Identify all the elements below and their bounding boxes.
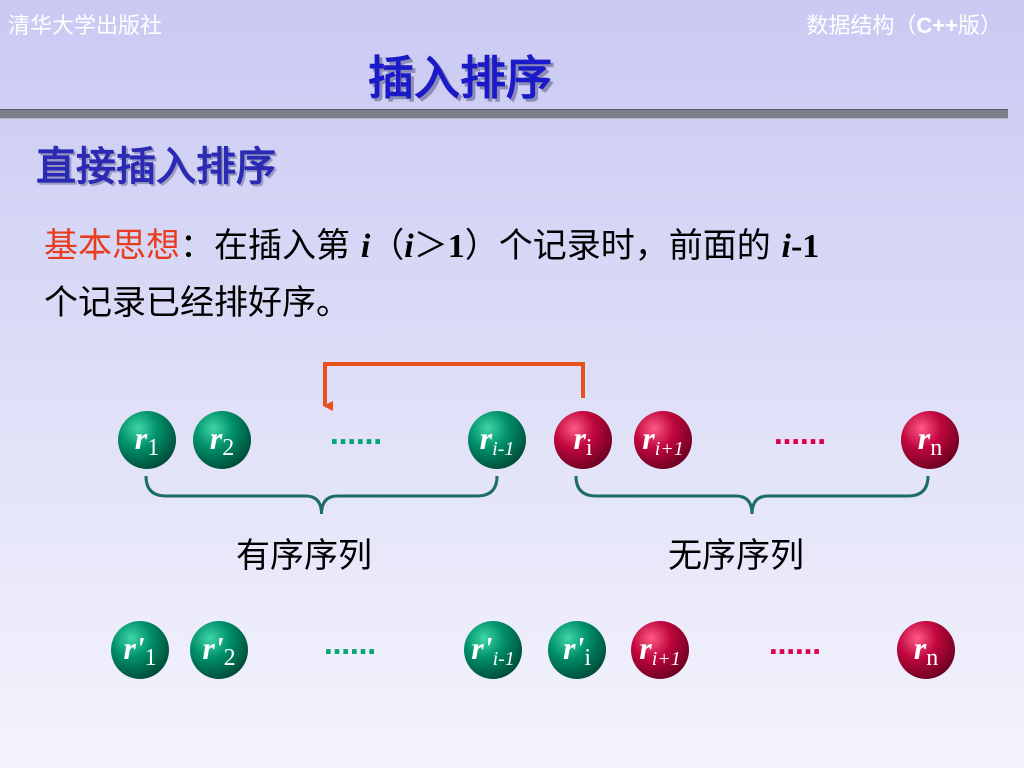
row1-record-ball-2 — [193, 411, 251, 469]
idea-text-2: （ — [370, 226, 405, 266]
publisher-label: 清华大学出版社 — [8, 14, 163, 39]
insertion-arrow — [323, 362, 585, 411]
unsorted-brace — [574, 475, 930, 515]
sorted-sequence-label: 有序序列 — [236, 536, 372, 576]
row2-record-ball-i-1 — [464, 621, 522, 679]
row1-record-label-i-1: ri-1 — [480, 420, 515, 460]
row1-record-1: r1 — [118, 411, 176, 469]
row1-record-ball-i+1 — [634, 411, 692, 469]
row2-record-i: r'i — [548, 621, 606, 679]
row1-record-label-i+1: ri+1 — [642, 420, 684, 460]
row1-record-ball-n — [901, 411, 959, 469]
idea-num-2: -1 — [790, 228, 820, 265]
row2-record-label-1: r'1 — [123, 630, 156, 671]
row2-record-label-i-1: r'i-1 — [471, 630, 515, 670]
unsorted-sequence-label: 无序序列 — [668, 536, 804, 576]
row2-ellipsis-green: …… — [324, 631, 376, 661]
row2-record-1: r'1 — [111, 621, 169, 679]
idea-text-4: ）个记录时，前面的 — [464, 226, 782, 266]
row1-ellipsis-red: …… — [774, 421, 826, 451]
basic-idea-label: 基本思想 — [44, 226, 180, 266]
row1-record-label-i: ri — [573, 420, 592, 461]
idea-text-1: 在插入第 — [214, 226, 361, 266]
book-title-suffix: 版） — [957, 14, 1002, 39]
row2-record-n: rn — [897, 621, 955, 679]
idea-var-i-2: i — [404, 228, 414, 265]
row2-record-ball-n — [897, 621, 955, 679]
row2-record-ball-i+1 — [631, 621, 689, 679]
row1-record-i-1: ri-1 — [468, 411, 526, 469]
idea-colon: ： — [180, 226, 214, 266]
idea-text-5: 个记录已经排好序。 — [44, 283, 350, 323]
idea-var-i-1: i — [360, 228, 371, 265]
row2-record-ball-1 — [111, 621, 169, 679]
row2-record-label-2: r'2 — [202, 630, 235, 671]
book-title-lang: C++ — [916, 13, 958, 38]
row1-ellipsis-green: …… — [330, 421, 382, 451]
row2-record-label-i: r'i — [563, 630, 591, 671]
row2-record-ball-2 — [190, 621, 248, 679]
row1-record-2: r2 — [193, 411, 251, 469]
title-divider — [0, 109, 1008, 119]
row1-record-i+1: ri+1 — [634, 411, 692, 469]
book-title: 数据结构（C++版） — [806, 8, 1002, 40]
row1-record-i: ri — [554, 411, 612, 469]
row1-record-label-2: r2 — [210, 420, 234, 461]
row2-record-i+1: ri+1 — [631, 621, 689, 679]
idea-num-1: 1 — [447, 228, 465, 265]
slide-title: 插入排序 — [368, 51, 552, 105]
section-subtitle: 直接插入排序 — [36, 144, 276, 190]
row2-ellipsis-red: …… — [769, 631, 821, 661]
book-title-prefix: 数据结构（ — [806, 14, 917, 39]
row2-record-label-i+1: ri+1 — [639, 630, 681, 670]
row2-record-label-n: rn — [914, 630, 938, 671]
row2-record-i-1: r'i-1 — [464, 621, 522, 679]
idea-text-3: ＞ — [413, 226, 448, 266]
row1-record-label-n: rn — [918, 420, 942, 461]
row2-record-2: r'2 — [190, 621, 248, 679]
row1-record-label-1: r1 — [135, 420, 159, 461]
row1-record-ball-i-1 — [468, 411, 526, 469]
row1-record-ball-i — [554, 411, 612, 469]
sorted-brace — [144, 475, 499, 515]
row1-record-n: rn — [901, 411, 959, 469]
row2-record-ball-i — [548, 621, 606, 679]
row1-record-ball-1 — [118, 411, 176, 469]
idea-var-i-3: i — [781, 228, 791, 265]
